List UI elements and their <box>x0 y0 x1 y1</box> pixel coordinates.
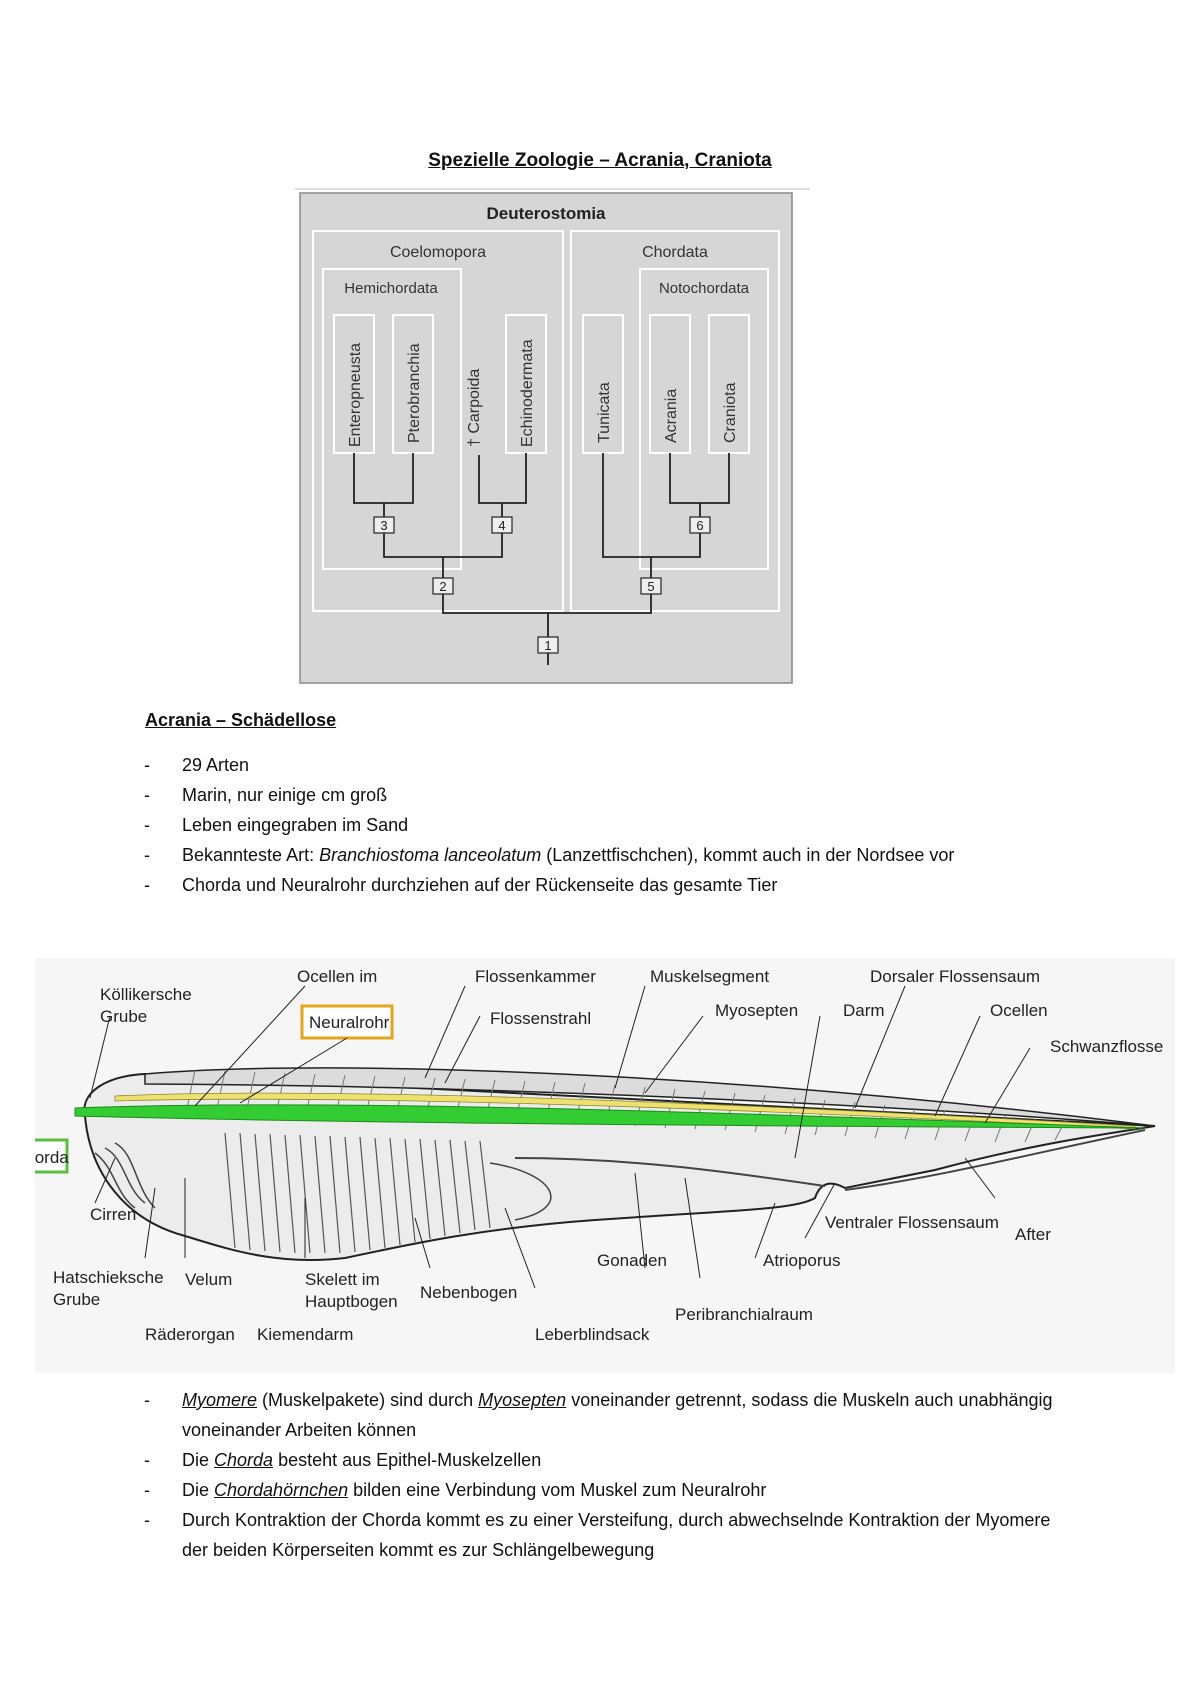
taxon-craniota: Craniota <box>722 382 739 443</box>
label-velum: Velum <box>185 1270 232 1289</box>
label-kiemendarm: Kiemendarm <box>257 1325 353 1344</box>
page-title: Spezielle Zoologie – Acrania, Craniota <box>428 150 772 171</box>
chordata-label: Chordata <box>642 244 708 261</box>
label-raederorgan: Räderorgan <box>145 1325 235 1344</box>
bullet-list-1: 29 Arten Marin, nur einige cm groß Leben… <box>140 750 1060 900</box>
node-3: 3 <box>380 518 387 533</box>
label-ventraler-flossensaum: Ventraler Flossensaum <box>825 1213 999 1232</box>
label-cirren: Cirren <box>90 1205 136 1224</box>
taxon-tunicata: Tunicata <box>596 382 613 443</box>
list-item: Durch Kontraktion der Chorda kommt es zu… <box>140 1505 1060 1565</box>
label-ocellen-im: Ocellen im <box>297 967 377 986</box>
leberblindsack <box>489 1162 552 1221</box>
node-1-box <box>537 636 559 654</box>
tree-root-label: Deuterostomia <box>486 204 606 223</box>
node-2-box <box>432 577 454 595</box>
taxon-echinodermata: Echinodermata <box>519 339 536 447</box>
hemichordata-label: Hemichordata <box>344 280 438 297</box>
label-leberblindsack: Leberblindsack <box>535 1325 650 1344</box>
kiemendarm-gill-bars <box>224 1132 491 1254</box>
ventraler-flossensaum-shape <box>844 1129 1146 1191</box>
chorda-band <box>74 1104 1146 1129</box>
bullet-list-2: Myomere (Muskelpakete) sind durch Myosep… <box>140 1385 1060 1565</box>
chordata-box <box>570 230 780 612</box>
label-muskelsegment: Muskelsegment <box>650 967 769 986</box>
label-gonaden: Gonaden <box>597 1251 667 1270</box>
label-flossenstrahl: Flossenstrahl <box>490 1009 591 1028</box>
list-item: Leben eingegraben im Sand <box>140 810 1060 840</box>
notochordata-label: Notochordata <box>659 280 750 297</box>
label-darm: Darm <box>843 1001 885 1020</box>
node-6: 6 <box>696 518 703 533</box>
list-item: Marin, nur einige cm groß <box>140 780 1060 810</box>
taxon-enteropneusta: Enteropneusta <box>347 343 364 447</box>
term-myosepten: Myosepten <box>478 1390 567 1410</box>
node-1: 1 <box>544 638 551 653</box>
coelomopora-label: Coelomopora <box>390 244 486 261</box>
list-item: 29 Arten <box>140 750 1060 780</box>
cirren-shape <box>94 1142 156 1209</box>
label-peribranchialraum: Peribranchialraum <box>675 1305 813 1324</box>
label-nebenbogen: Nebenbogen <box>420 1283 517 1302</box>
notochordata-box <box>639 268 769 570</box>
taxon-acrania: Acrania <box>663 389 680 443</box>
phylogeny-figure: Deuterostomia Coelomopora Chordata Hemic… <box>295 188 810 684</box>
term-myomere: Myomere <box>182 1390 258 1410</box>
list-item: Bekannteste Art: Branchiostoma lanceolat… <box>140 840 1060 870</box>
label-dorsaler-flossensaum: Dorsaler Flossensaum <box>870 967 1040 986</box>
species-name: Branchiostoma lanceolatum <box>319 845 542 865</box>
list-item: Myomere (Muskelpakete) sind durch Myosep… <box>140 1385 1060 1445</box>
node-2: 2 <box>439 579 446 594</box>
label-after: After <box>1015 1225 1051 1244</box>
list-item: Die Chorda besteht aus Epithel-Muskelzel… <box>140 1445 1060 1475</box>
coelomopora-box <box>312 230 564 612</box>
label-chorda: Chorda <box>35 1148 69 1167</box>
list-item: Chorda und Neuralrohr durchziehen auf de… <box>140 870 1060 900</box>
label-ocellen: Ocellen <box>990 1001 1048 1020</box>
dorsal-fin <box>144 1067 1156 1127</box>
node-5: 5 <box>647 579 654 594</box>
list-item: Die Chordahörnchen bilden eine Verbindun… <box>140 1475 1060 1505</box>
taxon-pterobranchia: Pterobranchia <box>406 343 423 443</box>
node-5-box <box>640 577 662 595</box>
section-heading: Acrania – Schädellose <box>145 710 337 730</box>
node-6-box <box>689 516 711 534</box>
neuralrohr-highlight-box <box>300 1004 394 1040</box>
node-4: 4 <box>498 518 505 533</box>
node-3-box <box>373 516 395 534</box>
neuralrohr-band <box>114 1092 1136 1130</box>
node-4-box <box>491 516 513 534</box>
term-chorda: Chorda <box>214 1450 274 1470</box>
label-atrioporus: Atrioporus <box>763 1251 840 1270</box>
label-flossenkammer: Flossenkammer <box>475 967 596 986</box>
label-schwanzflosse: Schwanzflosse <box>1050 1037 1163 1056</box>
chorda-highlight-box <box>35 1138 69 1174</box>
hemichordata-box <box>322 268 462 570</box>
term-chordahoernchen: Chordahörnchen <box>214 1480 349 1500</box>
label-neuralrohr: Neuralrohr <box>309 1013 390 1032</box>
taxon-carpoida: † Carpoida <box>466 369 483 447</box>
darm <box>514 1157 826 1187</box>
label-myosepten: Myosepten <box>715 1001 798 1020</box>
